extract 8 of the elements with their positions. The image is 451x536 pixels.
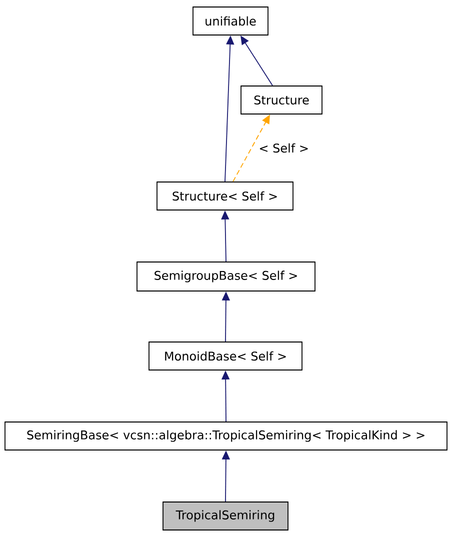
class-box: unifiable — [192, 6, 268, 36]
class-box: MonoidBase< Self > — [148, 342, 302, 370]
class-box: Structure — [240, 86, 322, 114]
class-box: TropicalSemiring — [162, 502, 288, 530]
class-box: SemiringBase< vcsn::algebra::TropicalSemiring< TropicalKind > > — [4, 422, 448, 450]
edge-label: < Self > — [258, 142, 310, 154]
class-box: Structure< Self > — [156, 182, 294, 210]
class-box: SemigroupBase< Self > — [136, 262, 316, 292]
